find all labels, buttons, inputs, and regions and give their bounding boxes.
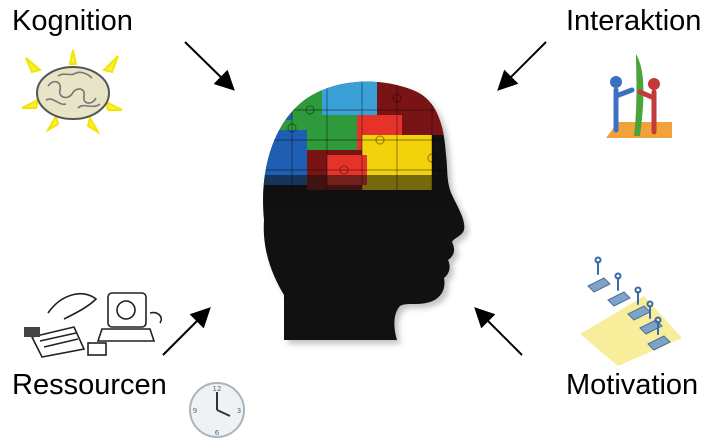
svg-text:9: 9 <box>193 407 197 415</box>
desk-computer-icon <box>18 283 168 363</box>
svg-text:12: 12 <box>213 385 222 393</box>
brain-icon <box>18 48 128 138</box>
arrow-bottom-right <box>477 310 522 355</box>
steps-figures-icon <box>574 256 684 366</box>
svg-text:3: 3 <box>237 407 241 415</box>
arrow-bottom-left <box>163 310 208 355</box>
arrow-top-left <box>185 42 232 88</box>
arrow-top-right <box>500 42 546 88</box>
svg-text:6: 6 <box>215 429 220 437</box>
people-figures-icon <box>596 50 676 142</box>
clock-icon: 12 6 9 3 <box>186 378 248 438</box>
puzzle-head-icon <box>232 70 472 350</box>
